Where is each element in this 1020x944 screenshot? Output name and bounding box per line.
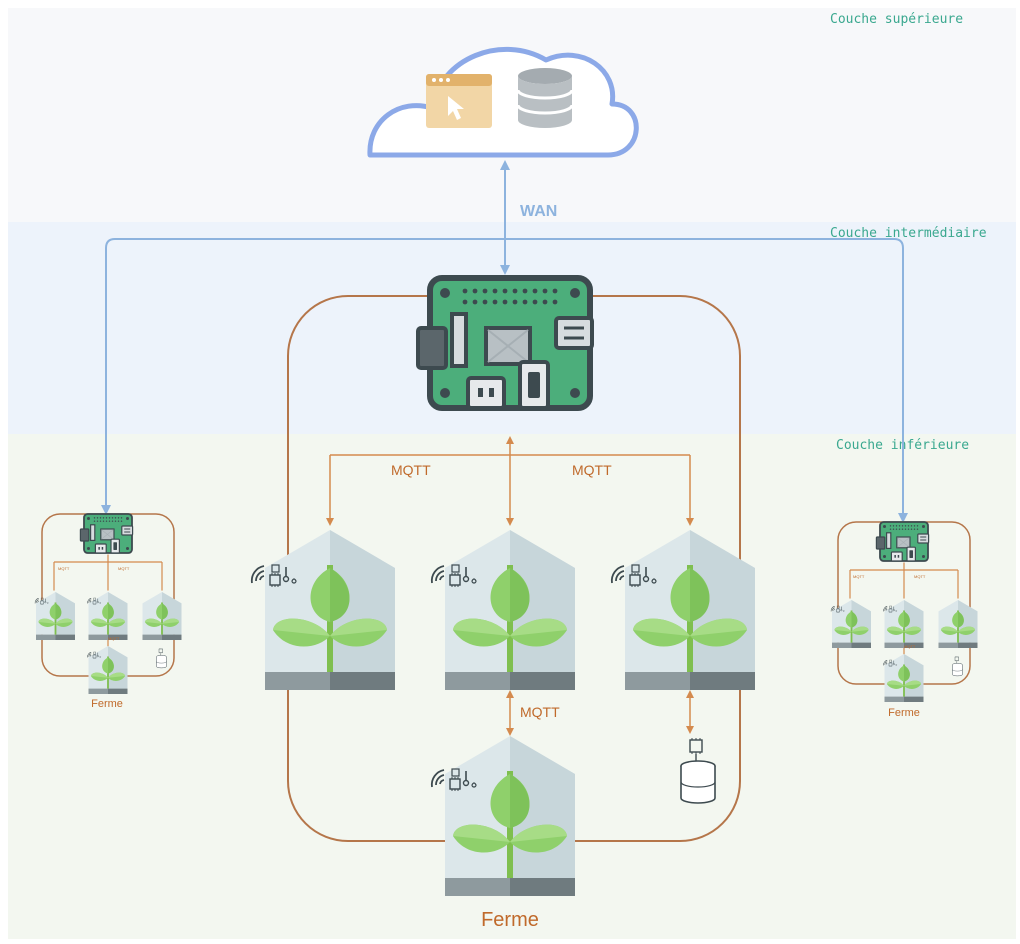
database-icon bbox=[516, 68, 574, 128]
main-farm-label: Ferme bbox=[481, 909, 539, 931]
mqtt-label-left: MQTT bbox=[391, 462, 431, 478]
svg-text:MQTT: MQTT bbox=[108, 636, 120, 641]
greenhouse-icon bbox=[445, 736, 575, 896]
right-farm-label: Ferme bbox=[888, 707, 920, 719]
greenhouse-icon bbox=[265, 530, 395, 690]
web-app-icon bbox=[426, 74, 492, 128]
left-farm-label: Ferme bbox=[91, 698, 123, 710]
mqtt-label-bottom: MQTT bbox=[520, 704, 560, 720]
water-tank-icon bbox=[680, 737, 716, 804]
svg-text:MQTT: MQTT bbox=[853, 574, 865, 579]
svg-text:MQTT: MQTT bbox=[914, 574, 926, 579]
wan-link-right-farm bbox=[505, 238, 908, 523]
wan-link-left-farm bbox=[101, 238, 505, 515]
svg-text:MQTT: MQTT bbox=[118, 566, 130, 571]
middle-layer-label: Couche intermédiaire bbox=[830, 226, 987, 241]
wan-label: WAN bbox=[520, 203, 557, 220]
svg-text:MQTT: MQTT bbox=[904, 644, 916, 649]
greenhouse-icon bbox=[445, 530, 575, 690]
right-farm-mqtt-labels: MQTT MQTT MQTT bbox=[853, 574, 926, 649]
upper-layer-label: Couche supérieure bbox=[830, 12, 964, 27]
mqtt-label-right: MQTT bbox=[572, 462, 612, 478]
greenhouse-icon bbox=[625, 530, 755, 690]
mqtt-links-main bbox=[326, 436, 694, 736]
main-gateway-board-icon bbox=[418, 278, 592, 408]
svg-text:MQTT: MQTT bbox=[58, 566, 70, 571]
cloud-icon bbox=[367, 47, 639, 158]
right-farm bbox=[830, 521, 979, 703]
left-farm bbox=[34, 513, 183, 695]
left-farm-mqtt-labels: MQTT MQTT MQTT bbox=[58, 566, 130, 641]
